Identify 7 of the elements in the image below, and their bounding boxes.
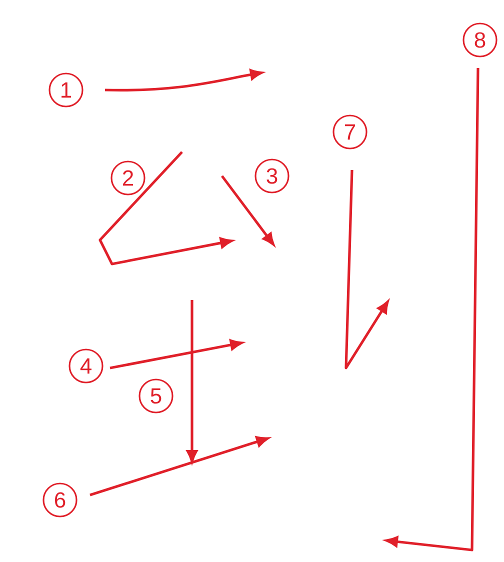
callout-number: 5	[138, 378, 174, 414]
callout-number: 7	[332, 114, 368, 150]
callout-number: 8	[462, 22, 498, 58]
callout-number: 4	[68, 348, 104, 384]
callout-number: 1	[48, 72, 84, 108]
callout-number: 3	[254, 158, 290, 194]
callout-number: 6	[42, 482, 78, 518]
